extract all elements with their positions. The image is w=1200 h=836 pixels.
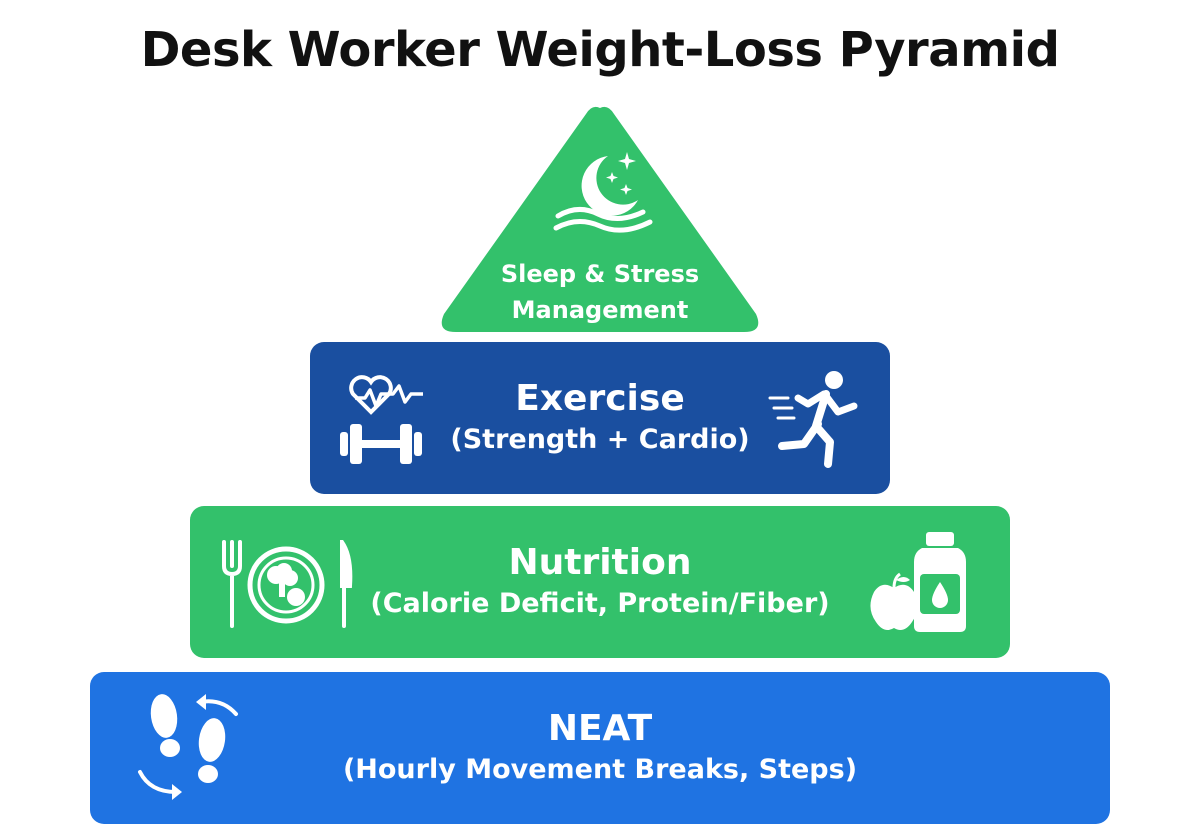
apple-icon bbox=[870, 572, 918, 630]
neat-detail: (Hourly Movement Breaks, Steps) bbox=[342, 754, 858, 785]
knife-icon bbox=[340, 540, 353, 628]
plate-icon bbox=[247, 546, 325, 624]
dumbbell-icon bbox=[340, 424, 422, 464]
tier-nutrition: Nutrition (Calorie Deficit, Protein/Fibe… bbox=[190, 506, 1010, 658]
pyramid-title: Desk Worker Weight-Loss Pyramid bbox=[140, 22, 1060, 78]
tier-sleep-stress: Sleep & Stress Management bbox=[438, 104, 762, 334]
nutrition-title: Nutrition bbox=[508, 542, 692, 583]
exercise-title: Exercise bbox=[515, 378, 685, 419]
tier-exercise: Exercise (Strength + Cardio) bbox=[310, 342, 890, 494]
moon-icon bbox=[581, 156, 638, 216]
heartbeat-icon bbox=[349, 375, 423, 415]
runner-icon bbox=[768, 371, 858, 468]
apex-triangle bbox=[441, 106, 759, 332]
sleep-title-line2: Management bbox=[511, 296, 689, 324]
stars-icon bbox=[606, 152, 636, 195]
fork-icon bbox=[222, 540, 242, 628]
neat-title: NEAT bbox=[547, 708, 653, 749]
nutrition-detail: (Calorie Deficit, Protein/Fiber) bbox=[370, 588, 830, 619]
footprints-icon bbox=[138, 694, 238, 800]
tier-neat: NEAT (Hourly Movement Breaks, Steps) bbox=[90, 672, 1110, 824]
sleep-title-line1: Sleep & Stress bbox=[500, 260, 700, 288]
waves-icon bbox=[553, 207, 653, 233]
bottle-icon bbox=[914, 532, 966, 632]
exercise-detail: (Strength + Cardio) bbox=[450, 424, 750, 455]
tier-sleep-label: Sleep & Stress Management bbox=[438, 256, 762, 328]
